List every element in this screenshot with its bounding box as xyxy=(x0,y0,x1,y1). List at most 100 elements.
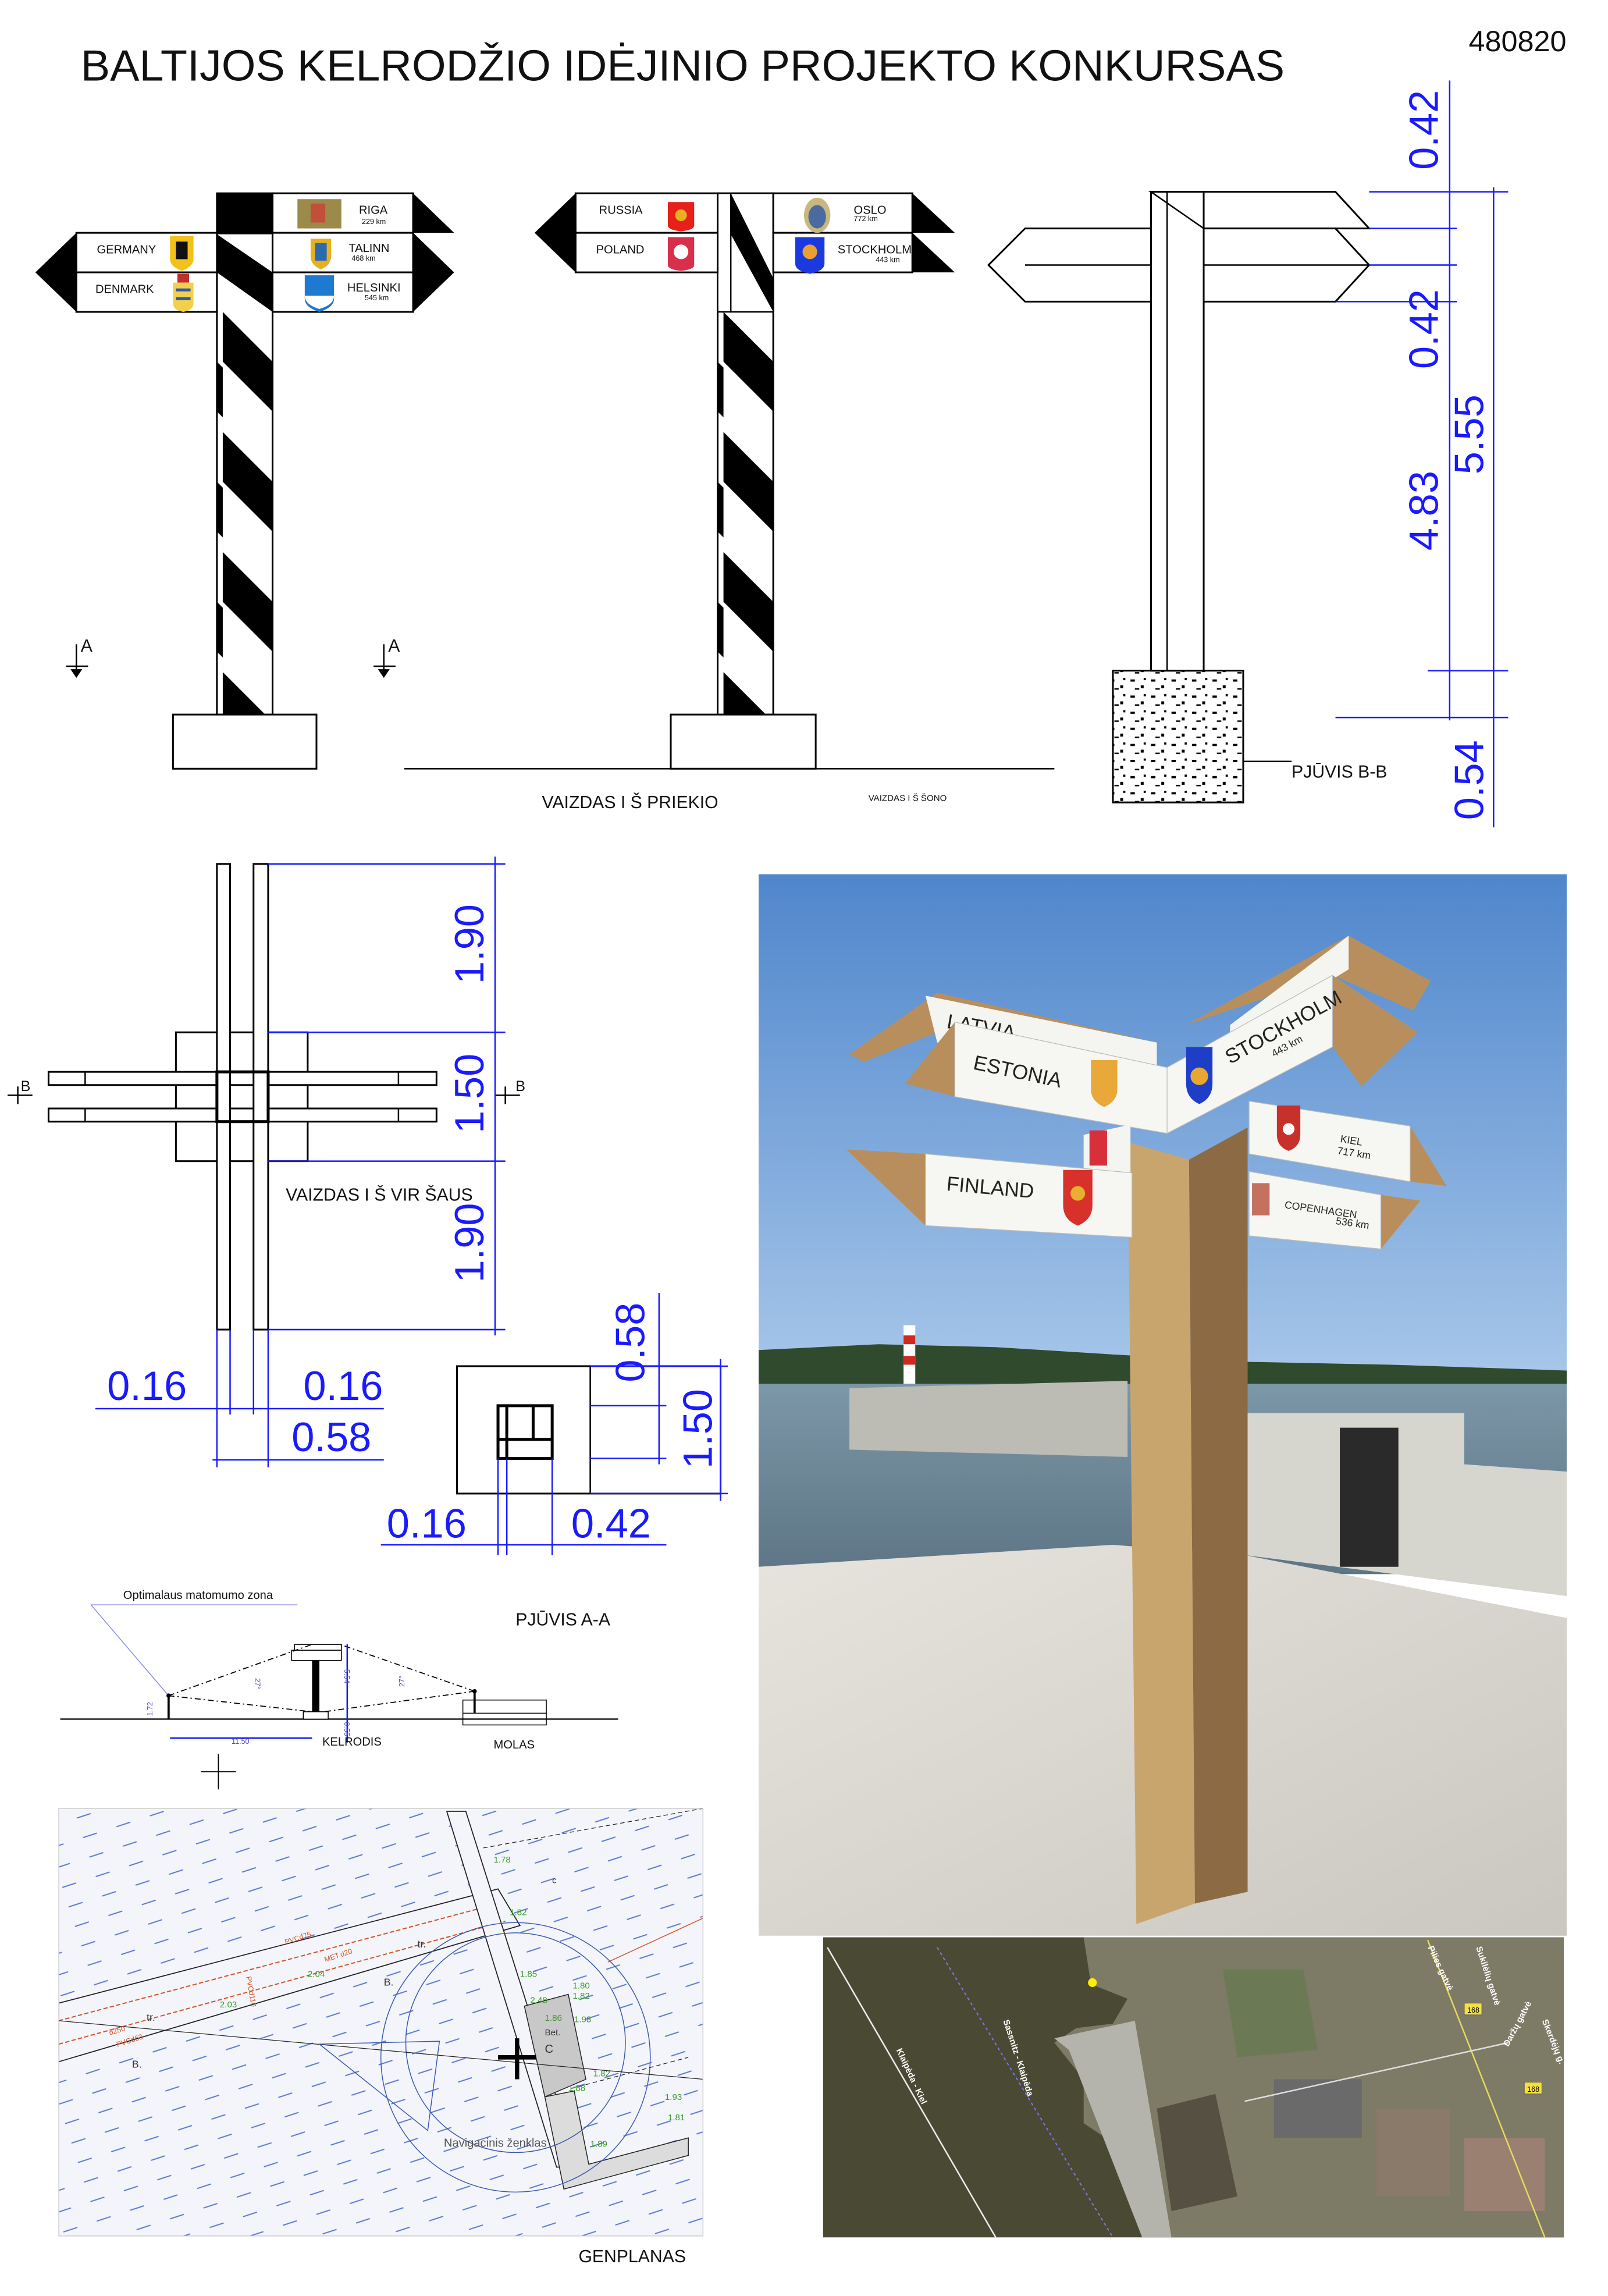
genplan-c-lower: c xyxy=(552,1875,557,1885)
sign-stockholm: STOCKHOLM xyxy=(838,243,912,256)
person-right-icon xyxy=(472,1689,477,1714)
road-badge: 168 xyxy=(1464,2003,1482,2016)
height-dim: 5.54 xyxy=(343,1669,351,1683)
dim-second-arm: 0.42 xyxy=(1401,289,1447,369)
dim-total: 5.55 xyxy=(1446,394,1492,474)
svg-text:B: B xyxy=(21,1078,31,1094)
riga-coat-of-arms-icon xyxy=(297,199,341,229)
genplan-b-1: B. xyxy=(132,2058,142,2070)
dim-width: 0.58 xyxy=(291,1414,371,1460)
dim-lower: 1.90 xyxy=(446,1203,492,1282)
top-view-label: VAIZDAS I Š VIR ŠAUS xyxy=(286,1185,473,1205)
dim-upper: 1.90 xyxy=(446,904,492,984)
copenhagen-coat-of-arms-icon xyxy=(1252,1183,1270,1215)
sign-stockholm-distance: 443 km xyxy=(876,255,899,264)
elev: 1.89 xyxy=(590,2139,607,2149)
front-view-1: RIGA 229 km TALINN 468 km HELSINKI 545 k… xyxy=(35,192,454,770)
tallinn-coat-of-arms-icon xyxy=(310,239,332,270)
elev: 1.85 xyxy=(520,1969,537,1979)
elev: 1.78 xyxy=(493,1855,510,1865)
section-marker-b-left: B xyxy=(7,1078,33,1104)
top-view-dimensions: 1.90 1.50 1.90 0.16 0.16 0.58 xyxy=(95,856,506,1467)
genplan-tr-2: tr. xyxy=(418,1938,426,1950)
dim-post: 4.83 xyxy=(1401,471,1447,550)
dim-right-board: 0.16 xyxy=(303,1363,383,1409)
project-code: 480820 xyxy=(1469,24,1567,58)
svg-text:B: B xyxy=(515,1078,525,1094)
angle-left: 27° xyxy=(253,1678,261,1689)
section-bb-label: PJŪVIS B-B xyxy=(1292,762,1387,781)
section-marker-a-left: A xyxy=(66,637,93,678)
sign-talinn: TALINN xyxy=(348,242,389,255)
dim-aa-height-top: 0.58 xyxy=(607,1303,653,1382)
signpost-location-icon xyxy=(498,2038,536,2080)
sight-diagram: Optimalaus matomumo zona 27° 27° 5.54 1.… xyxy=(60,1589,618,1790)
genplan-label: GENPLANAS xyxy=(578,2247,686,2266)
genplan-c-upper: C xyxy=(545,2043,554,2056)
dim-aa-height: 1.50 xyxy=(674,1389,720,1469)
molas-label: MOLAS xyxy=(493,1739,534,1751)
sign-talinn-distance: 468 km xyxy=(351,254,375,262)
dim-left-board: 0.16 xyxy=(107,1363,187,1409)
svg-text:A: A xyxy=(388,637,400,656)
dim-aa-left: 0.16 xyxy=(387,1500,467,1546)
genplan-nav-label: Navigacinis ženklas xyxy=(444,2137,547,2149)
stockholm-coat-of-arms-icon xyxy=(795,237,825,274)
section-aa-label: PJŪVIS A-A xyxy=(515,1610,611,1629)
finland-coat-of-arms-icon xyxy=(1063,1170,1093,1226)
sign-russia: RUSSIA xyxy=(599,204,643,216)
sign-oslo: OSLO xyxy=(854,204,887,216)
sign-denmark: DENMARK xyxy=(95,283,154,296)
base-dim: 0.55 xyxy=(343,1722,351,1736)
svg-text:168: 168 xyxy=(1527,2085,1539,2094)
svg-text:A: A xyxy=(81,637,93,656)
russia-coat-of-arms-icon xyxy=(667,202,695,232)
dim-middle: 1.50 xyxy=(446,1054,492,1133)
sign-germany: GERMANY xyxy=(97,243,156,256)
sign-helsinki: HELSINKI xyxy=(347,282,401,294)
satellite-map: Klaipėda - Kiel Sassnitz - Klaipėda Pili… xyxy=(823,1937,1564,2238)
genplan-b-2: B. xyxy=(384,1976,394,1988)
elev: 2.03 xyxy=(220,2000,237,2010)
section-marker-a-right: A xyxy=(373,637,400,678)
elev: 2.04 xyxy=(308,1969,325,1979)
dim-top-arm: 0.42 xyxy=(1401,90,1447,170)
elev: 1.82 xyxy=(572,1991,589,2001)
location-marker-icon xyxy=(1088,1978,1097,1988)
page-title: BALTIJOS KELRODŽIO IDĖJINIO PROJEKTO KON… xyxy=(81,41,1285,90)
dim-foundation: 0.54 xyxy=(1446,740,1492,820)
person-left-icon xyxy=(166,1693,171,1719)
top-view: VAIZDAS I Š VIR ŠAUS B B 1.90 1.50 1.90 … xyxy=(7,856,525,1467)
genplan-tr-1: tr. xyxy=(147,2011,155,2023)
elev: 1.81 xyxy=(668,2113,685,2123)
lighthouse-icon xyxy=(903,1325,916,1384)
elev: 1.80 xyxy=(572,1981,589,1991)
estonia-coat-of-arms-icon xyxy=(1091,1060,1118,1107)
sign-riga: RIGA xyxy=(359,204,388,216)
road-badge: 168 xyxy=(1524,2082,1542,2095)
kelrodis-label: KELRODIS xyxy=(322,1736,382,1748)
stockholm-coat-of-arms-icon xyxy=(1186,1047,1213,1104)
elev: 1.98 xyxy=(574,2014,591,2024)
elev: 1.82 xyxy=(510,1908,526,1918)
distance-dim: 11.50 xyxy=(232,1737,250,1746)
genplan-drawing: Navigacinis ženklas tr. tr. B. B. Bet. C… xyxy=(58,1808,704,2266)
angle-right: 27° xyxy=(398,1676,406,1687)
svg-text:168: 168 xyxy=(1467,2006,1479,2014)
section-a-a: 0.58 1.50 0.16 0.42 PJŪVIS A-A xyxy=(380,1293,728,1629)
elev: 2.48 xyxy=(530,1996,547,2006)
denmark-coat-of-arms-icon xyxy=(173,273,194,312)
sign-riga-distance: 229 km xyxy=(362,218,386,226)
elev: 1.88 xyxy=(568,2084,585,2094)
signpost-photo: LATVIA ESTONIA STOCKHOLM 443 km KIEL 717… xyxy=(758,874,1567,1936)
oslo-coat-of-arms-icon xyxy=(804,197,831,233)
genplan-bet: Bet. xyxy=(545,2028,561,2038)
section-bb-dimensions: 0.42 0.42 4.83 5.55 0.54 xyxy=(1335,80,1509,827)
helsinki-coat-of-arms-icon xyxy=(304,275,335,312)
zone-label: Optimalaus matomumo zona xyxy=(123,1589,273,1602)
side-view-label: VAIZDAS I Š ŠONO xyxy=(869,794,947,804)
front-view-2: RUSSIA POLAND OSLO 772 km STOCKHOLM 443 … xyxy=(373,192,1055,812)
sign-poland: POLAND xyxy=(596,243,645,256)
sign-helsinki-distance: 545 km xyxy=(365,294,389,302)
